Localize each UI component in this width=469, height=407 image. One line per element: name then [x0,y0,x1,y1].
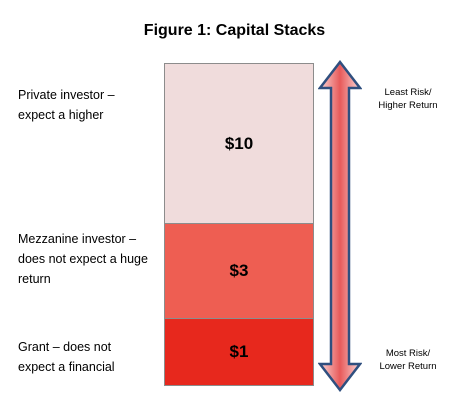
label-most-risk: Most Risk/ Lower Return [368,347,448,373]
label-mezzanine-investor: Mezzanine investor – does not expect a h… [18,229,163,289]
stack-block-private: $10 [164,63,314,224]
label-line: expect a financial [18,360,115,374]
label-line: does not expect a huge [18,252,148,266]
stack-block-grant: $1 [164,318,314,386]
label-line: Grant – does not [18,340,112,354]
label-line: Mezzanine investor – [18,232,137,246]
side-label-line: Most Risk/ [385,348,431,359]
stack-block-mezzanine: $3 [164,223,314,319]
label-line: return [18,272,51,286]
side-label-line: Lower Return [379,361,437,372]
label-private-investor: Private investor – expect a higher [18,85,163,125]
label-line: Private investor – [18,88,115,102]
side-label-line: Least Risk/ [384,87,432,98]
capital-stack: $10 $3 $1 [164,63,314,386]
label-line: expect a higher [18,108,104,122]
risk-return-double-arrow-icon [318,60,362,392]
label-grant: Grant – does not expect a financial [18,337,163,377]
side-label-line: Higher Return [378,100,438,111]
figure-title: Figure 1: Capital Stacks [143,22,326,39]
label-least-risk: Least Risk/ Higher Return [368,86,448,112]
